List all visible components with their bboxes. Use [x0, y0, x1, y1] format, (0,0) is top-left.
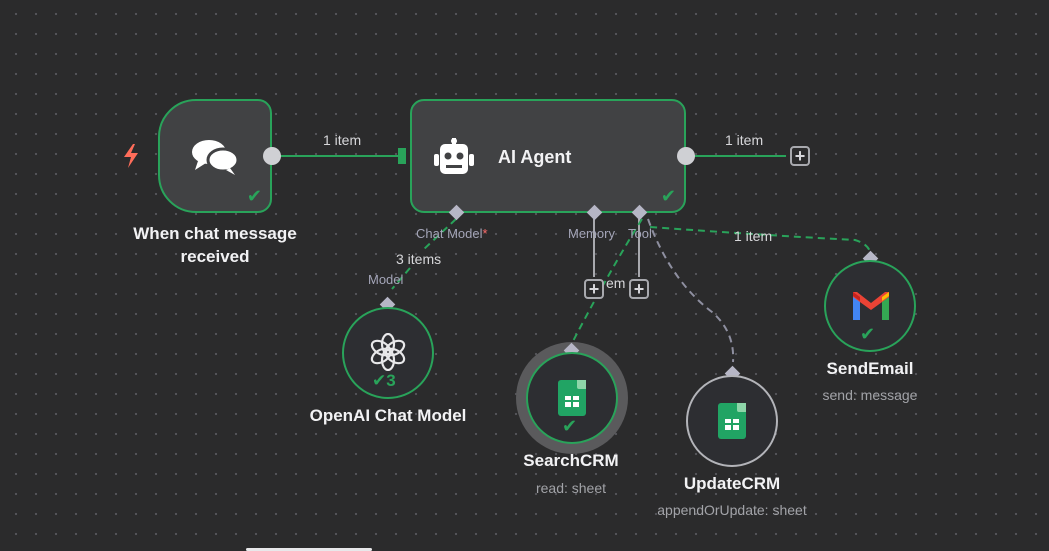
update-crm-node[interactable] — [686, 375, 778, 467]
openai-title: OpenAI Chat Model — [309, 406, 467, 425]
chat-model-label-text: Chat Model — [416, 226, 483, 241]
agent-output-handle[interactable] — [677, 147, 695, 165]
update-crm-title: UpdateCRM — [683, 474, 781, 493]
edge-label-agent-output: 1 item — [725, 132, 764, 148]
send-email-node[interactable]: ✔ — [824, 260, 916, 352]
add-tool-button[interactable]: + — [629, 279, 649, 299]
wire-send-email — [649, 226, 871, 253]
edge-label-trigger-agent: 1 item — [323, 132, 362, 148]
success-check-icon: ✔ — [860, 324, 876, 344]
update-crm-subtitle: appendOrUpdate: sheet — [657, 502, 807, 518]
ai-agent-title: AI Agent — [498, 147, 572, 167]
add-memory-button[interactable]: + — [584, 279, 604, 299]
ai-agent-node[interactable]: AI Agent ✔ — [410, 99, 686, 213]
run-count: 3 — [386, 371, 396, 390]
success-check-icon: ✔3 — [372, 371, 396, 390]
add-node-button[interactable]: + — [790, 146, 810, 166]
required-asterisk: * — [482, 226, 488, 241]
send-email-subtitle: send: message — [822, 387, 918, 403]
trigger-output-handle[interactable] — [263, 147, 281, 165]
chat-trigger-title: When chat message received — [133, 224, 297, 266]
search-crm-subtitle: read: sheet — [535, 480, 607, 496]
search-crm-title: SearchCRM — [523, 451, 619, 470]
wire-chat-model-a — [422, 218, 457, 251]
send-email-title: SendEmail — [826, 359, 914, 378]
trigger-lightning-icon — [121, 143, 141, 169]
success-check-icon: ✔ — [246, 186, 262, 206]
search-crm-node[interactable]: ✔ — [526, 352, 618, 444]
wire-chat-model-b — [391, 267, 411, 290]
success-check-icon: ✔ — [562, 416, 578, 436]
success-check-icon: ✔ — [660, 186, 676, 206]
openai-model-port-label: Model — [368, 272, 404, 287]
bottom-panel-edge — [246, 548, 372, 551]
wire-search-crm — [570, 218, 643, 346]
memory-port-label: Memory — [568, 226, 615, 241]
openai-chat-model-node[interactable]: ✔3 — [342, 307, 434, 399]
edge-label-model: 3 items — [396, 251, 442, 267]
agent-input-handle[interactable] — [398, 148, 406, 164]
edge-label-search-partial: em — [606, 275, 626, 291]
google-sheets-icon — [718, 403, 746, 439]
chat-model-port-label: Chat Model* — [416, 226, 488, 241]
openai-icon — [369, 332, 407, 376]
robot-icon — [434, 138, 474, 181]
chat-bubbles-icon — [190, 137, 242, 182]
edge-label-send-email: 1 item — [734, 228, 773, 244]
gmail-icon — [853, 292, 889, 325]
chat-trigger-node[interactable]: ✔ — [158, 99, 272, 213]
tool-port-label: Tool — [628, 226, 652, 241]
google-sheets-icon — [558, 380, 586, 416]
wire-update-crm — [647, 218, 735, 363]
